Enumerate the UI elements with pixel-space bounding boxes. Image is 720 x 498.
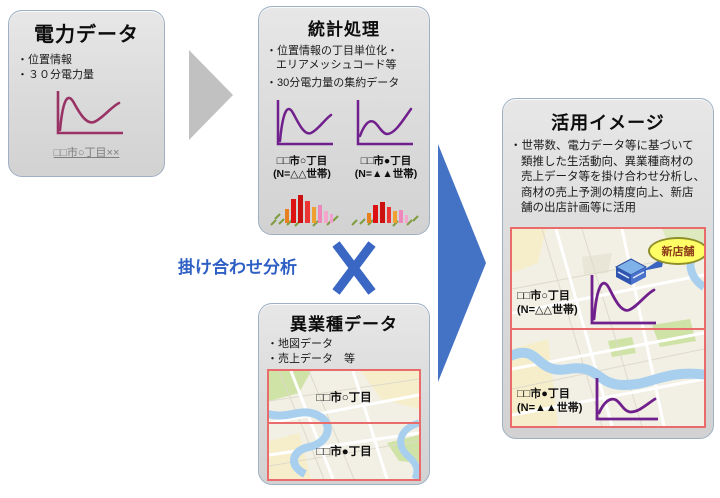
power-bullet-30min: ・３０分電力量 (17, 69, 94, 81)
arrow-right-gray-icon (189, 50, 235, 140)
map-background (269, 371, 419, 479)
usage-box-title: 活用イメージ (551, 113, 665, 133)
map-background (512, 229, 704, 426)
stats-chart2-icon (349, 94, 419, 152)
bar3d-chart1-icon (267, 189, 343, 229)
usage-desc-line: 売上データ等を掛け合わせ分析し、 (521, 171, 705, 183)
industry-map-region2-label: □□市●丁目 (316, 446, 372, 458)
industry-bullet-sales: ・売上データ 等 (267, 353, 355, 365)
cross-analysis-label: 掛け合わせ分析 (178, 258, 297, 277)
usage-chart1-icon (582, 267, 662, 331)
map-region-divider (512, 328, 704, 330)
usage-region1-label: □□市○丁目 (N=△△世帯) (517, 290, 578, 316)
multiply-x-icon (332, 238, 376, 298)
industry-map-image: □□市○丁目 □□市●丁目 (267, 369, 421, 481)
stats-bullet1-line2: エリアメッシュコード等 (276, 59, 397, 71)
power-chart-caption: □□市○丁目×× (53, 147, 120, 159)
industry-map-region1-label: □□市○丁目 (316, 392, 372, 404)
industry-box-title: 異業種データ (290, 315, 398, 334)
usage-desc-line: 類推した生活動向、異業種商材の (521, 155, 694, 168)
usage-desc-line: 舗の出店計画等に活用 (521, 202, 636, 214)
new-store-callout: 新店舗 (648, 237, 704, 265)
power-box-title: 電力データ (34, 24, 139, 46)
usage-box: 活用イメージ ・世帯数、電力データ等に基づいて 類推した生活動向、異業種商材の … (502, 98, 714, 439)
stats-box: 統計処理 ・位置情報の丁目単位化・ エリアメッシュコード等 ・30分電力量の集約… (258, 6, 430, 235)
map-region-divider (269, 422, 419, 424)
usage-map-image: 新店舗 □□市○丁目 (N=△△世帯) □□市●丁目 (N=▲▲世帯) (510, 227, 706, 428)
power-data-box: 電力データ ・位置情報 ・３０分電力量 □□市○丁目×× (8, 10, 165, 177)
usage-desc-line: ・世帯数、電力データ等に基づいて (510, 140, 694, 152)
arrow-right-blue-icon (438, 144, 488, 382)
stats-chart1-label: □□市○丁目 (N=△△世帯) (273, 155, 331, 180)
industry-box: 異業種データ ・地図データ ・売上データ 等 (258, 303, 430, 485)
new-store-building-icon (614, 257, 648, 287)
usage-chart2-icon (588, 373, 664, 425)
stats-bullet2: ・30分電力量の集約データ (266, 77, 400, 89)
power-bullet-location: ・位置情報 (17, 54, 72, 66)
stats-chart2-label: □□市●丁目 (N=▲▲世帯) (354, 155, 418, 180)
usage-description: ・世帯数、電力データ等に基づいて 類推した生活動向、異業種商材の 売上データ等を… (510, 139, 705, 217)
usage-desc-line: 商材の売上予測の精度向上、新店 (521, 186, 694, 199)
power-line-chart-icon (47, 83, 129, 141)
stats-bullet1-line1: ・位置情報の丁目単位化・ (266, 45, 398, 57)
stats-box-title: 統計処理 (308, 20, 380, 39)
usage-region2-label: □□市●丁目 (N=▲▲世帯) (517, 388, 583, 414)
industry-bullet-map: ・地図データ (267, 338, 333, 350)
bar3d-chart2-icon (349, 197, 421, 229)
stats-chart1-icon (269, 94, 339, 152)
